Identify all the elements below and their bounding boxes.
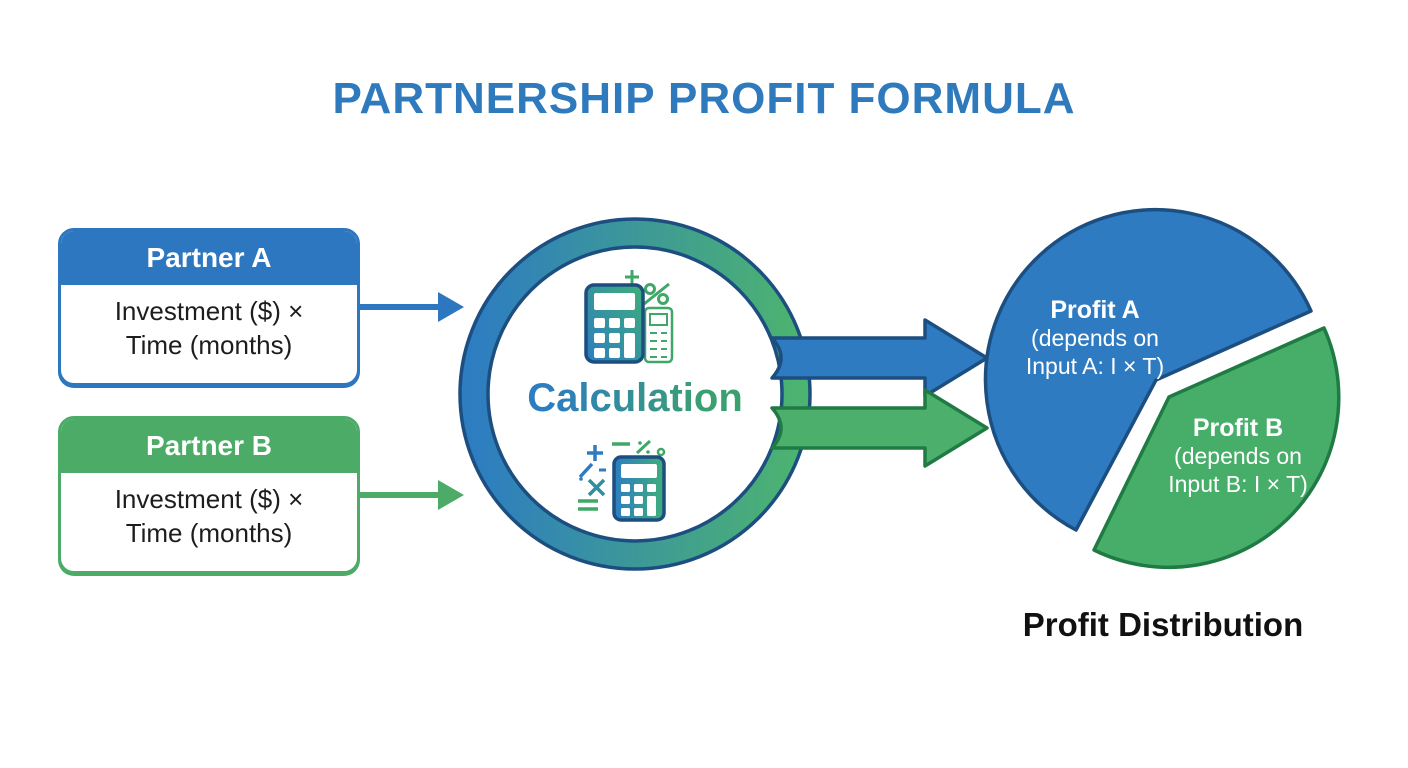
partner-b-formula-line2: Time (months) [125, 518, 293, 548]
profit-a-detail1: (depends on [1031, 325, 1159, 351]
calculator-receipt-icon [584, 270, 674, 364]
pie-caption: Profit Distribution [1022, 606, 1304, 643]
calculator-math-symbols-icon [578, 439, 666, 522]
page-title: PARTNERSHIP PROFIT FORMULA [332, 74, 1076, 123]
pie-label-profit-b: Profit B (depends on Input B: I × T) [1133, 414, 1343, 498]
partner-b-box: Partner B Investment ($) × Time (months) [58, 416, 360, 574]
pie-slice-profit-a [983, 208, 1313, 532]
partner-b-formula: Investment ($) × Time (months) [61, 473, 357, 550]
profit-b-detail1: (depends on [1174, 443, 1302, 469]
partner-a-formula: Investment ($) × Time (months) [61, 285, 357, 362]
calculation-label: Calculation [495, 376, 775, 421]
input-arrow-b [360, 480, 464, 510]
partner-a-header: Partner A [61, 231, 357, 285]
profit-a-title: Profit A [1050, 296, 1140, 324]
output-arrow-b [770, 388, 989, 468]
profit-a-detail2: Input A: I × T) [1025, 353, 1165, 379]
pie-slice-profit-b [1092, 326, 1341, 570]
profit-b-detail2: Input B: I × T) [1168, 471, 1308, 497]
partner-b-formula-line1: Investment ($) × [114, 484, 304, 514]
input-arrow-a [360, 292, 464, 322]
partner-b-header: Partner B [61, 419, 357, 473]
partner-a-formula-line1: Investment ($) × [114, 296, 304, 326]
profit-b-title: Profit B [1192, 414, 1284, 442]
output-arrow-a [770, 318, 989, 398]
pie-chart [983, 208, 1341, 570]
pie-label-profit-a: Profit A (depends on Input A: I × T) [990, 296, 1200, 380]
partner-a-box: Partner A Investment ($) × Time (months) [58, 228, 360, 386]
partner-a-formula-line2: Time (months) [125, 330, 293, 360]
calculation-circle [458, 217, 812, 571]
